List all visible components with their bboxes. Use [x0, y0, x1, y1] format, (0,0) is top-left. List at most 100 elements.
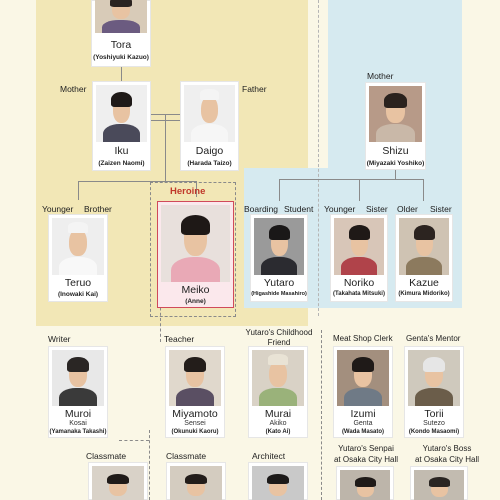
- connector: [149, 430, 150, 500]
- actor-name: (Kato Ai): [265, 429, 291, 435]
- actor-name: (Takahata Mitsuki): [333, 291, 385, 297]
- character-card-torii[interactable]: Torii Sutezo (Kondo Masaomi): [404, 346, 464, 438]
- character-name: Muroi: [64, 408, 92, 420]
- character-card-izumi[interactable]: Izumi Genta (Wada Masato): [333, 346, 393, 438]
- portrait-photo: [399, 218, 449, 275]
- character-card-boss[interactable]: [410, 466, 468, 500]
- character-card-muroi[interactable]: Muroi Kosai (Yamanaka Takashi): [48, 346, 108, 438]
- character-card-noriko[interactable]: Noriko (Takahata Mitsuki): [330, 214, 388, 302]
- role-label-architect: Architect: [252, 451, 286, 461]
- character-card-teruo[interactable]: Teruo (Inowaki Kai): [48, 214, 108, 302]
- connector: [196, 181, 197, 197]
- portrait-photo: [184, 85, 235, 142]
- character-card-murai[interactable]: Murai Akiko (Kato Ai): [248, 346, 308, 438]
- connector: [78, 181, 196, 182]
- character-name: Murai: [264, 408, 292, 420]
- portrait-photo: [252, 466, 304, 500]
- character-card-yutaro[interactable]: Yutaro (Higashide Masahiro): [250, 214, 308, 302]
- relation-label-sister: Sister: [366, 204, 388, 214]
- character-card-iku[interactable]: Iku (Zaizen Naomi): [92, 81, 151, 171]
- character-card-classmate-1[interactable]: [88, 462, 148, 500]
- actor-name: (Inowaki Kai): [57, 291, 99, 298]
- portrait-photo: [96, 85, 147, 142]
- character-card-shizu[interactable]: Shizu (Miyazaki Yoshiko): [365, 82, 426, 170]
- character-name: Meiko: [181, 284, 210, 296]
- role-label-gentas-mentor: Genta's Mentor: [406, 334, 461, 343]
- role-label-senpai-place: at Osaka City Hall: [333, 455, 399, 464]
- role-label-boss-place: at Osaka City Hall: [414, 455, 480, 464]
- portrait-photo: [334, 218, 384, 275]
- character-name: Iku: [114, 145, 129, 157]
- relation-label-younger-sister: Younger: [324, 204, 356, 214]
- character-name: Daigo: [195, 145, 224, 157]
- character-name: Kazue: [409, 277, 439, 289]
- character-name: Yutaro: [263, 277, 295, 289]
- character-card-classmate-2[interactable]: [166, 462, 226, 500]
- relation-label-older: Older: [397, 204, 418, 214]
- relation-label-brother: Brother: [84, 204, 112, 214]
- portrait-photo: [161, 205, 230, 282]
- actor-name: (Kimura Midoriko): [398, 291, 450, 297]
- role-label-childhood-friend: Yutaro's Childhood: [245, 328, 313, 337]
- actor-name: (Kondo Masaomi): [408, 429, 460, 435]
- connector: [78, 181, 79, 200]
- role-label-senpai: Yutaro's Senpai: [338, 444, 394, 453]
- actor-name: (Okunuki Kaoru): [171, 429, 219, 435]
- role-label-friend: Friend: [267, 338, 291, 347]
- connector: [279, 179, 423, 180]
- character-card-kazue[interactable]: Kazue (Kimura Midoriko): [395, 214, 453, 302]
- connector: [321, 330, 322, 500]
- role-label-classmate: Classmate: [86, 451, 127, 461]
- character-card-architect[interactable]: [248, 462, 308, 500]
- role-label-boss: Yutaro's Boss: [422, 444, 472, 453]
- character-name: Tora: [110, 39, 132, 51]
- character-given-name: Sutezo: [423, 420, 445, 427]
- actor-name: (Yoshiyuki Kazuo): [93, 54, 149, 61]
- actor-name: (Zaizen Naomi): [98, 160, 145, 167]
- character-name: Torii: [424, 408, 444, 420]
- relation-label-student: Student: [284, 204, 314, 214]
- connector: [359, 179, 360, 201]
- relation-label-boarding: Boarding: [244, 204, 279, 214]
- connector: [165, 114, 166, 181]
- portrait-photo: [340, 470, 390, 500]
- heroine-label: Heroine: [170, 186, 206, 197]
- portrait-photo: [92, 466, 144, 500]
- character-card-senpai[interactable]: [336, 466, 394, 500]
- character-name: Shizu: [382, 145, 409, 157]
- portrait-photo: [169, 350, 221, 406]
- portrait-photo: [369, 86, 422, 142]
- relation-label-younger: Younger: [42, 204, 74, 214]
- connector: [119, 440, 149, 441]
- portrait-photo: [52, 350, 104, 406]
- character-name: Noriko: [343, 277, 375, 289]
- actor-name: (Higashide Masahiro): [251, 291, 307, 297]
- role-label-meat-shop-clerk: Meat Shop Clerk: [333, 334, 393, 343]
- character-card-daigo[interactable]: Daigo (Harada Taizo): [180, 81, 239, 171]
- character-card-meiko[interactable]: Meiko (Anne): [157, 201, 234, 308]
- actor-name: (Yamanaka Takashi): [49, 429, 107, 435]
- role-label-writer: Writer: [48, 334, 71, 344]
- character-card-miyamoto[interactable]: Miyamoto Sensei (Okunuki Kaoru): [165, 346, 225, 438]
- relation-label-father: Father: [242, 84, 267, 94]
- connector: [423, 179, 424, 201]
- role-label-classmate: Classmate: [166, 451, 207, 461]
- panel-divider: [318, 0, 319, 316]
- character-given-name: Akiko: [269, 420, 287, 427]
- portrait-photo: [414, 470, 464, 500]
- actor-name: (Wada Masato): [341, 429, 385, 435]
- portrait-photo: [337, 350, 389, 406]
- portrait-photo: [52, 218, 104, 275]
- portrait-photo: [408, 350, 460, 406]
- portrait-photo: [170, 466, 222, 500]
- actor-name: (Miyazaki Yoshiko): [366, 160, 425, 167]
- character-card-tora[interactable]: Tora (Yoshiyuki Kazuo): [91, 0, 151, 67]
- connector: [279, 179, 280, 201]
- heroine-frame: [150, 182, 236, 317]
- character-name: Teruo: [64, 277, 92, 289]
- character-given-name: Kosai: [69, 420, 87, 427]
- character-name: Miyamoto: [172, 408, 218, 420]
- actor-name: (Anne): [185, 298, 206, 305]
- actor-name: (Harada Taizo): [187, 160, 232, 167]
